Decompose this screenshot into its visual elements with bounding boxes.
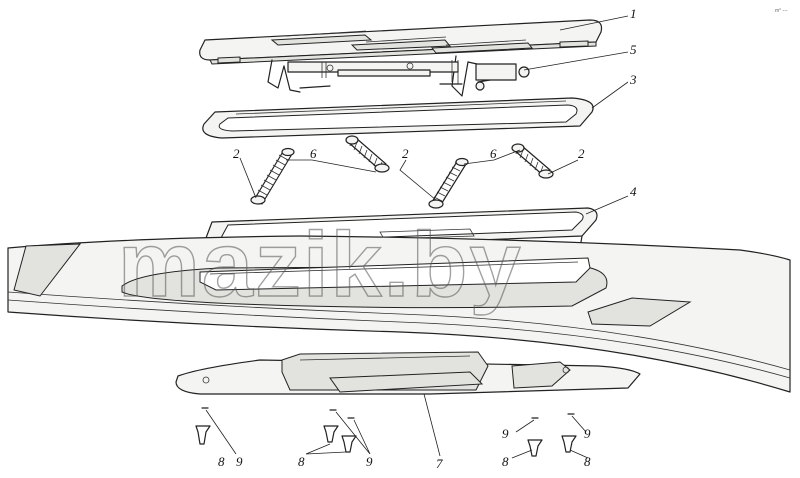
corner-mark: m° --- [775,8,788,14]
screws-and-washers [195,407,577,457]
spring-right [511,143,554,179]
callout-8-b: 8 [298,454,305,469]
callout-4: 4 [630,184,637,199]
callout-8-a: 8 [218,454,225,469]
spring-center-left [345,135,390,173]
callout-6-right: 6 [490,146,497,161]
callout-9-a: 9 [236,454,243,469]
callout-9-d: 9 [584,426,591,441]
callout-2-mid: 2 [402,146,409,161]
watermark: mazik.by [118,214,523,316]
hinge-mechanism [267,55,530,97]
callout-2-left: 2 [233,146,240,161]
callout-7: 7 [436,456,443,471]
hatch-lid [199,19,603,65]
spring-center-right [428,157,469,209]
callout-9-b: 9 [366,454,373,469]
callout-3: 3 [629,72,637,87]
leader-lines [205,15,629,459]
callout-1: 1 [630,6,637,21]
inner-trim-panel [175,351,641,395]
roof-panel [7,235,791,393]
callout-5: 5 [630,42,637,57]
hatch-gasket [202,97,594,139]
callout-6-left: 6 [310,146,317,161]
callout-2-right: 2 [578,146,585,161]
callout-9-c: 9 [502,426,509,441]
callout-8-d: 8 [584,454,591,469]
callout-labels: 1 5 3 2 6 2 6 2 4 7 8 9 8 9 9 8 9 8 [218,6,637,471]
callout-8-c: 8 [502,454,509,469]
spring-left [250,147,295,205]
